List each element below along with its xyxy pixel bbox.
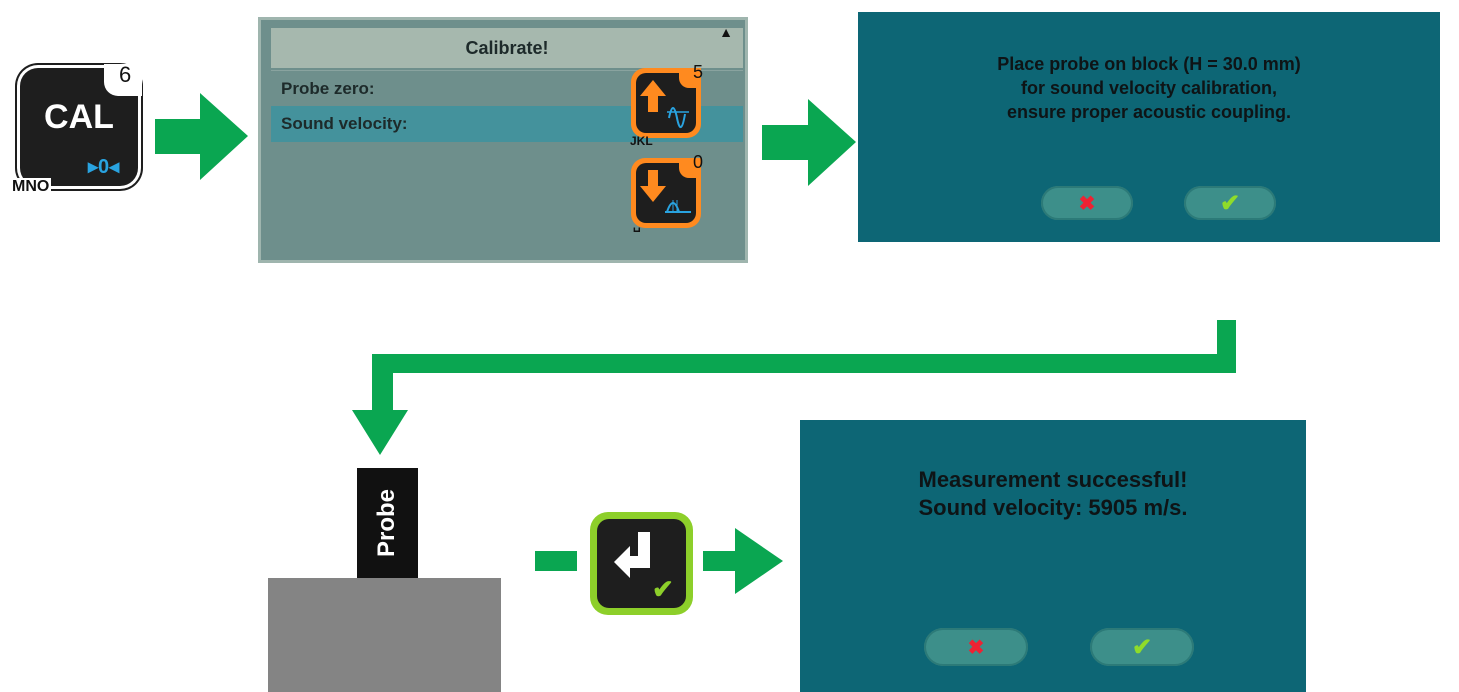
enter-icon [614, 532, 650, 578]
flow-arrow-1 [155, 93, 248, 180]
softkey-up-number: 5 [693, 62, 704, 82]
confirm-button[interactable]: ✔ [1184, 186, 1276, 220]
softkey-up-letters: JKL [630, 134, 653, 148]
dialog-line-2: for sound velocity calibration, [1020, 78, 1278, 98]
arrow-down-icon [640, 170, 691, 213]
dialog-line-1: Place probe on block (H = 30.0 mm) [997, 54, 1301, 74]
flow-arrow-2 [762, 99, 856, 186]
cal-key-label: CAL [44, 98, 114, 136]
cancel-button[interactable]: ✖ [1041, 186, 1133, 220]
enter-key[interactable]: ✔ [590, 512, 693, 615]
cal-key-letters: MNO [10, 178, 52, 196]
check-icon: ✔ [652, 574, 674, 604]
dialog-message: Place probe on block (H = 30.0 mm) for s… [858, 52, 1440, 124]
result-message: Measurement successful! Sound velocity: … [800, 466, 1306, 522]
cal-key[interactable]: CAL ▸0◂ [20, 64, 142, 186]
menu-title: Calibrate! [271, 28, 743, 68]
calibrate-menu: Calibrate! ▲ Probe zero: Sound velocity:… [258, 17, 748, 263]
result-dialog: Measurement successful! Sound velocity: … [800, 420, 1306, 692]
cal-key-number: 6 [119, 62, 132, 87]
arrow-up-icon [640, 80, 689, 128]
key-notch [104, 64, 142, 96]
result-line-1: Measurement successful! [918, 467, 1188, 492]
probe-zero-icon: ▸0◂ [88, 156, 120, 178]
check-icon: ✔ [1131, 633, 1153, 661]
scroll-up-icon[interactable]: ▲ [719, 24, 733, 40]
close-icon: ✖ [967, 636, 985, 659]
confirm-button[interactable]: ✔ [1090, 628, 1194, 666]
probe-label: Probe [373, 488, 400, 558]
cancel-button[interactable]: ✖ [924, 628, 1028, 666]
softkey-up[interactable] [631, 68, 701, 138]
probe: Probe [357, 468, 418, 578]
check-icon: ✔ [1219, 189, 1241, 217]
calibration-dialog: Place probe on block (H = 30.0 mm) for s… [858, 12, 1440, 242]
flow-arrow-3 [703, 528, 783, 594]
softkey-down-space: ␣ [633, 218, 641, 232]
dialog-line-3: ensure proper acoustic coupling. [1006, 102, 1292, 122]
softkey-down[interactable] [631, 158, 701, 228]
result-line-2: Sound velocity: 5905 m/s. [918, 495, 1188, 520]
flow-dash [535, 551, 577, 571]
test-block [268, 578, 501, 692]
softkey-down-number: 0 [693, 152, 704, 172]
close-icon: ✖ [1078, 192, 1096, 215]
